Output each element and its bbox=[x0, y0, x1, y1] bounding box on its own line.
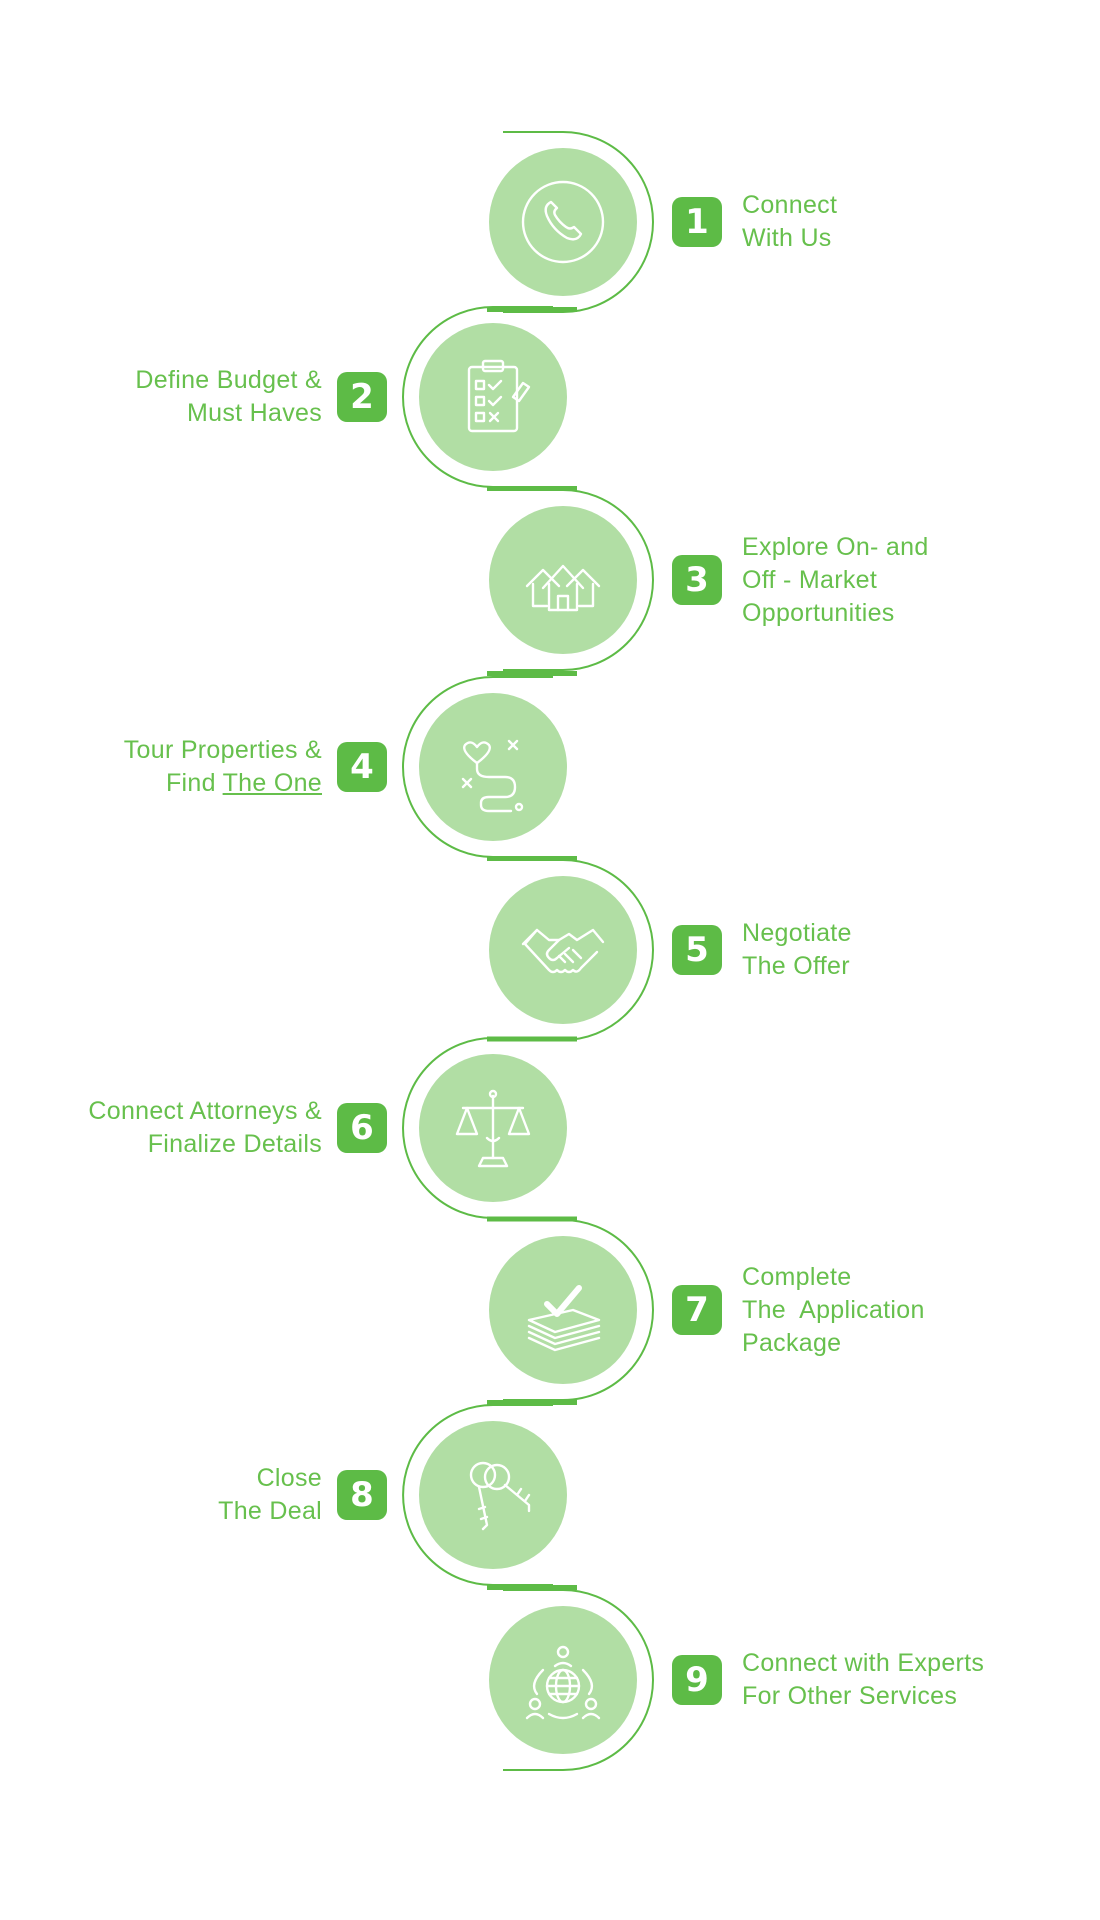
step-circle bbox=[419, 323, 567, 471]
connector-bar bbox=[487, 1216, 577, 1222]
connector-bar bbox=[487, 1036, 577, 1042]
globe-network-icon bbox=[525, 1645, 601, 1720]
step-label-line: Explore On- and bbox=[742, 532, 929, 561]
step-6: 6 Connect Attorneys & Finalize Details bbox=[0, 0, 1100, 1202]
houses-icon bbox=[525, 564, 601, 612]
connector-bar bbox=[487, 671, 577, 676]
underlined-text: The One bbox=[222, 769, 322, 797]
scales-icon bbox=[455, 1089, 531, 1168]
step-number-badge: 8 bbox=[337, 1470, 387, 1520]
step-label-line: Negotiate bbox=[742, 919, 852, 947]
connector-bar bbox=[487, 486, 577, 491]
connector-arc bbox=[402, 1037, 553, 1219]
step-number-badge: 7 bbox=[672, 1285, 722, 1335]
connector-arc bbox=[402, 1404, 553, 1586]
step-label-line: Complete bbox=[742, 1262, 852, 1291]
step-circle bbox=[489, 1236, 637, 1384]
step-label-line: Finalize Details bbox=[147, 1130, 322, 1158]
step-label-line: Must Haves bbox=[187, 399, 322, 427]
step-number-badge: 4 bbox=[337, 742, 387, 792]
step-circle bbox=[489, 148, 637, 296]
connector-arc bbox=[503, 489, 654, 671]
step-label-line: Connect Attorneys & bbox=[88, 1097, 322, 1125]
stack-check-icon bbox=[527, 1285, 601, 1352]
connector-arc bbox=[503, 1589, 654, 1771]
step-label-line: The Deal bbox=[218, 1497, 322, 1525]
step-label-line: The Application bbox=[742, 1295, 925, 1324]
step-circle bbox=[489, 876, 637, 1024]
step-circle bbox=[419, 1054, 567, 1202]
connector-arc bbox=[503, 859, 654, 1041]
step-label-line: Define Budget & bbox=[135, 366, 322, 394]
connector-arc bbox=[503, 1219, 654, 1401]
step-number-badge: 5 bbox=[672, 925, 722, 975]
step-label-line: Package bbox=[742, 1328, 842, 1357]
step-label-line: For Other Services bbox=[742, 1682, 958, 1710]
step-label-line: Off - Market bbox=[742, 565, 878, 594]
step-label-line: Close bbox=[256, 1464, 322, 1492]
step-label: Connect Attorneys & Finalize Details bbox=[2, 1095, 322, 1161]
step-label-line: Connect with Experts bbox=[742, 1649, 985, 1677]
connector-bar bbox=[487, 307, 577, 312]
step-label-line: The Offer bbox=[742, 952, 850, 980]
heart-route-icon bbox=[461, 739, 524, 813]
connector-arc bbox=[503, 131, 654, 313]
step-label: Define Budget & Must Haves bbox=[2, 364, 322, 430]
connector-arc bbox=[402, 676, 553, 858]
step-2: 2 Define Budget & Must Haves bbox=[0, 0, 1100, 471]
connector-bar bbox=[487, 1585, 577, 1590]
step-label-line: Find The One bbox=[165, 769, 322, 797]
handshake-icon bbox=[521, 928, 605, 974]
step-4: 4 Tour Properties & Find The One bbox=[0, 0, 1100, 841]
keys-icon bbox=[469, 1461, 531, 1531]
phone-icon bbox=[521, 180, 605, 264]
step-label-line: Connect bbox=[742, 191, 838, 219]
step-number-badge: 6 bbox=[337, 1103, 387, 1153]
step-number-badge: 9 bbox=[672, 1655, 722, 1705]
step-label: Tour Properties & Find The One bbox=[2, 734, 322, 800]
step-label-line: With Us bbox=[742, 224, 832, 252]
connector-arc bbox=[402, 306, 553, 488]
step-circle bbox=[489, 506, 637, 654]
step-label-line: Tour Properties & bbox=[123, 736, 322, 764]
step-label-line: Opportunities bbox=[742, 598, 895, 627]
connector-bar bbox=[487, 856, 577, 861]
step-circle bbox=[419, 693, 567, 841]
clipboard-checklist-icon bbox=[467, 359, 531, 433]
connector-bar bbox=[487, 1400, 577, 1405]
step-circle bbox=[489, 1606, 637, 1754]
step-circle bbox=[419, 1421, 567, 1569]
step-number-badge: 3 bbox=[672, 555, 722, 605]
step-number-badge: 2 bbox=[337, 372, 387, 422]
step-number-badge: 1 bbox=[672, 197, 722, 247]
